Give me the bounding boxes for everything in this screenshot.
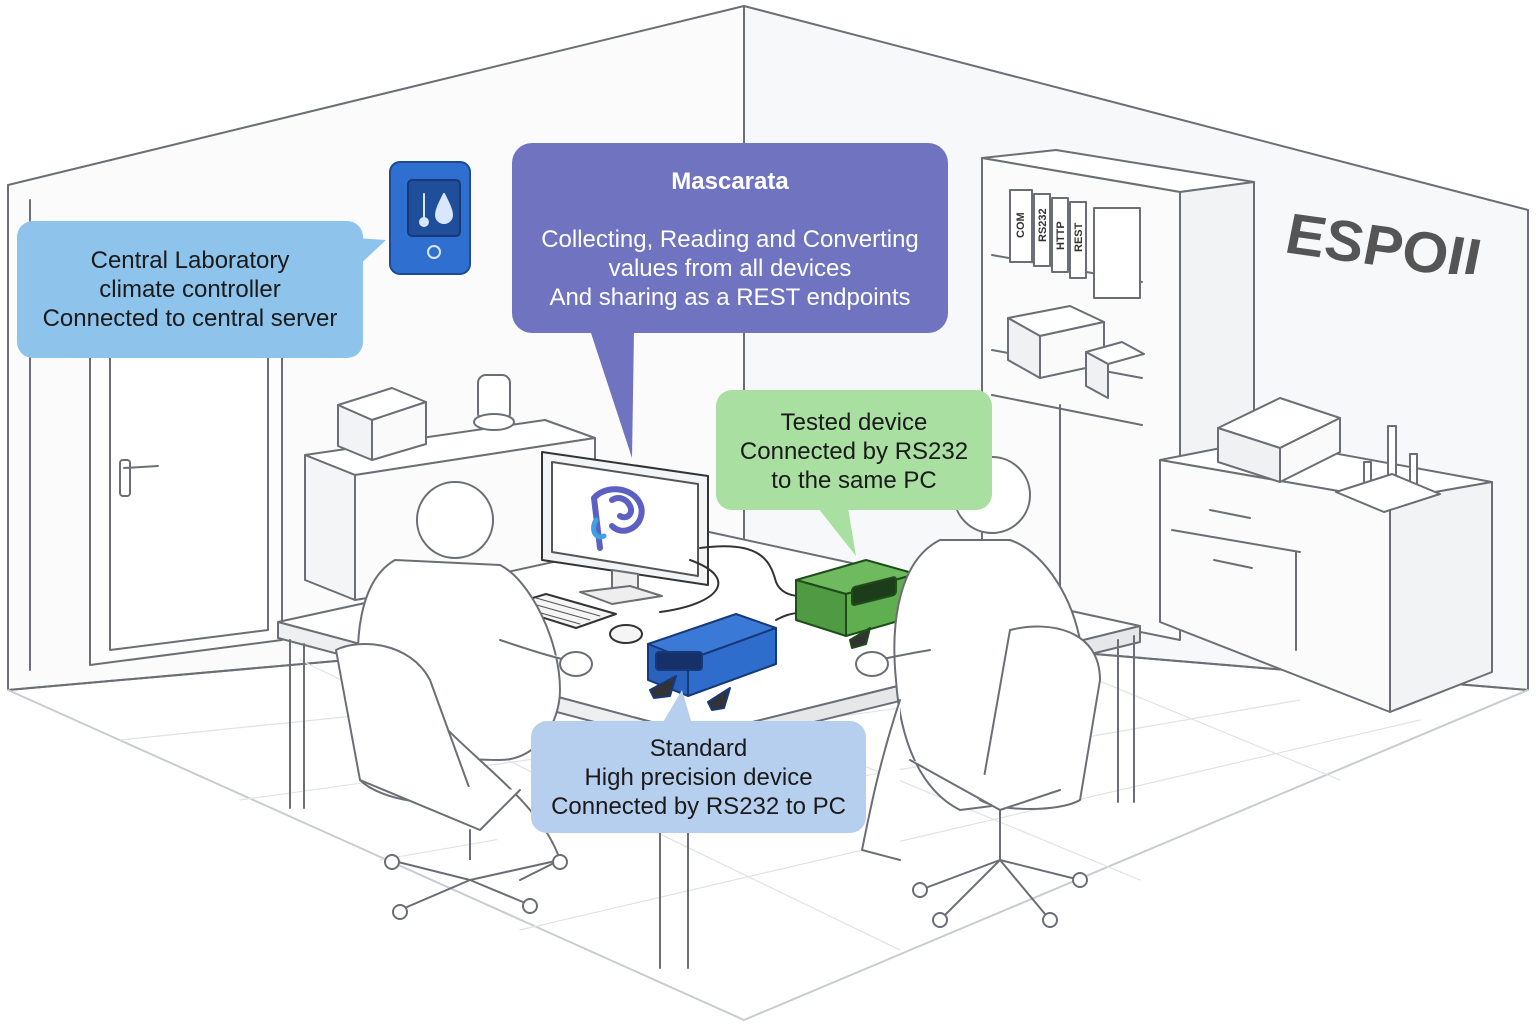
climate-callout-line: Connected to central server bbox=[42, 305, 338, 332]
mascarata-callout-title: Mascarata bbox=[671, 168, 789, 195]
door bbox=[89, 315, 283, 666]
binder-label-rest: REST bbox=[1073, 222, 1085, 252]
standard-callout-line: High precision device bbox=[584, 764, 813, 791]
bookshelf bbox=[981, 149, 1255, 641]
standard-callout-line: Standard bbox=[649, 735, 748, 762]
climate-callout-tail bbox=[356, 238, 386, 268]
mascarata-callout-tail bbox=[590, 330, 634, 458]
tested-callout-tail bbox=[818, 508, 856, 556]
climate-controller-callout: Central Laboratory climate controller Co… bbox=[17, 221, 363, 358]
tested-callout-line: Tested device bbox=[780, 409, 928, 436]
computer-monitor bbox=[541, 451, 709, 605]
brand-name: ESPOII bbox=[1286, 201, 1481, 274]
thermometer-icon bbox=[419, 193, 429, 227]
binder-label-http: HTTP bbox=[1055, 221, 1067, 250]
climate-callout-line: climate controller bbox=[99, 276, 281, 303]
standard-callout-line: Connected by RS232 to PC bbox=[551, 793, 846, 820]
tested-callout-line: to the same PC bbox=[771, 467, 937, 494]
standard-device bbox=[647, 613, 777, 711]
tested-device-callout: Tested device Connected by RS232 to the … bbox=[716, 390, 992, 510]
mascarata-callout: Mascarata Collecting, Reading and Conver… bbox=[512, 143, 948, 333]
tested-callout-line: Connected by RS232 bbox=[739, 438, 969, 465]
mascarata-callout-line: And sharing as a REST endpoints bbox=[549, 284, 911, 311]
chair-right bbox=[909, 625, 1101, 928]
climate-controller bbox=[389, 161, 471, 275]
mascarata-callout-line: values from all devices bbox=[608, 255, 852, 282]
chair-left bbox=[335, 643, 568, 920]
back-desk bbox=[304, 374, 596, 601]
mascarata-logo-icon bbox=[591, 486, 645, 551]
standard-callout-tail bbox=[662, 690, 692, 724]
mouse bbox=[609, 624, 643, 644]
binder-label-rs232: RS232 bbox=[1037, 208, 1049, 242]
climate-callout-line: Central Laboratory bbox=[90, 247, 290, 274]
binder-label-com: COM bbox=[1015, 212, 1027, 238]
standard-device-callout: Standard High precision device Connected… bbox=[531, 721, 866, 833]
mascarata-callout-line: Collecting, Reading and Converting bbox=[541, 226, 919, 253]
right-cabinet bbox=[1159, 397, 1493, 713]
water-drop-icon bbox=[435, 193, 453, 224]
brand-logo: ESPOII bbox=[1286, 201, 1481, 274]
